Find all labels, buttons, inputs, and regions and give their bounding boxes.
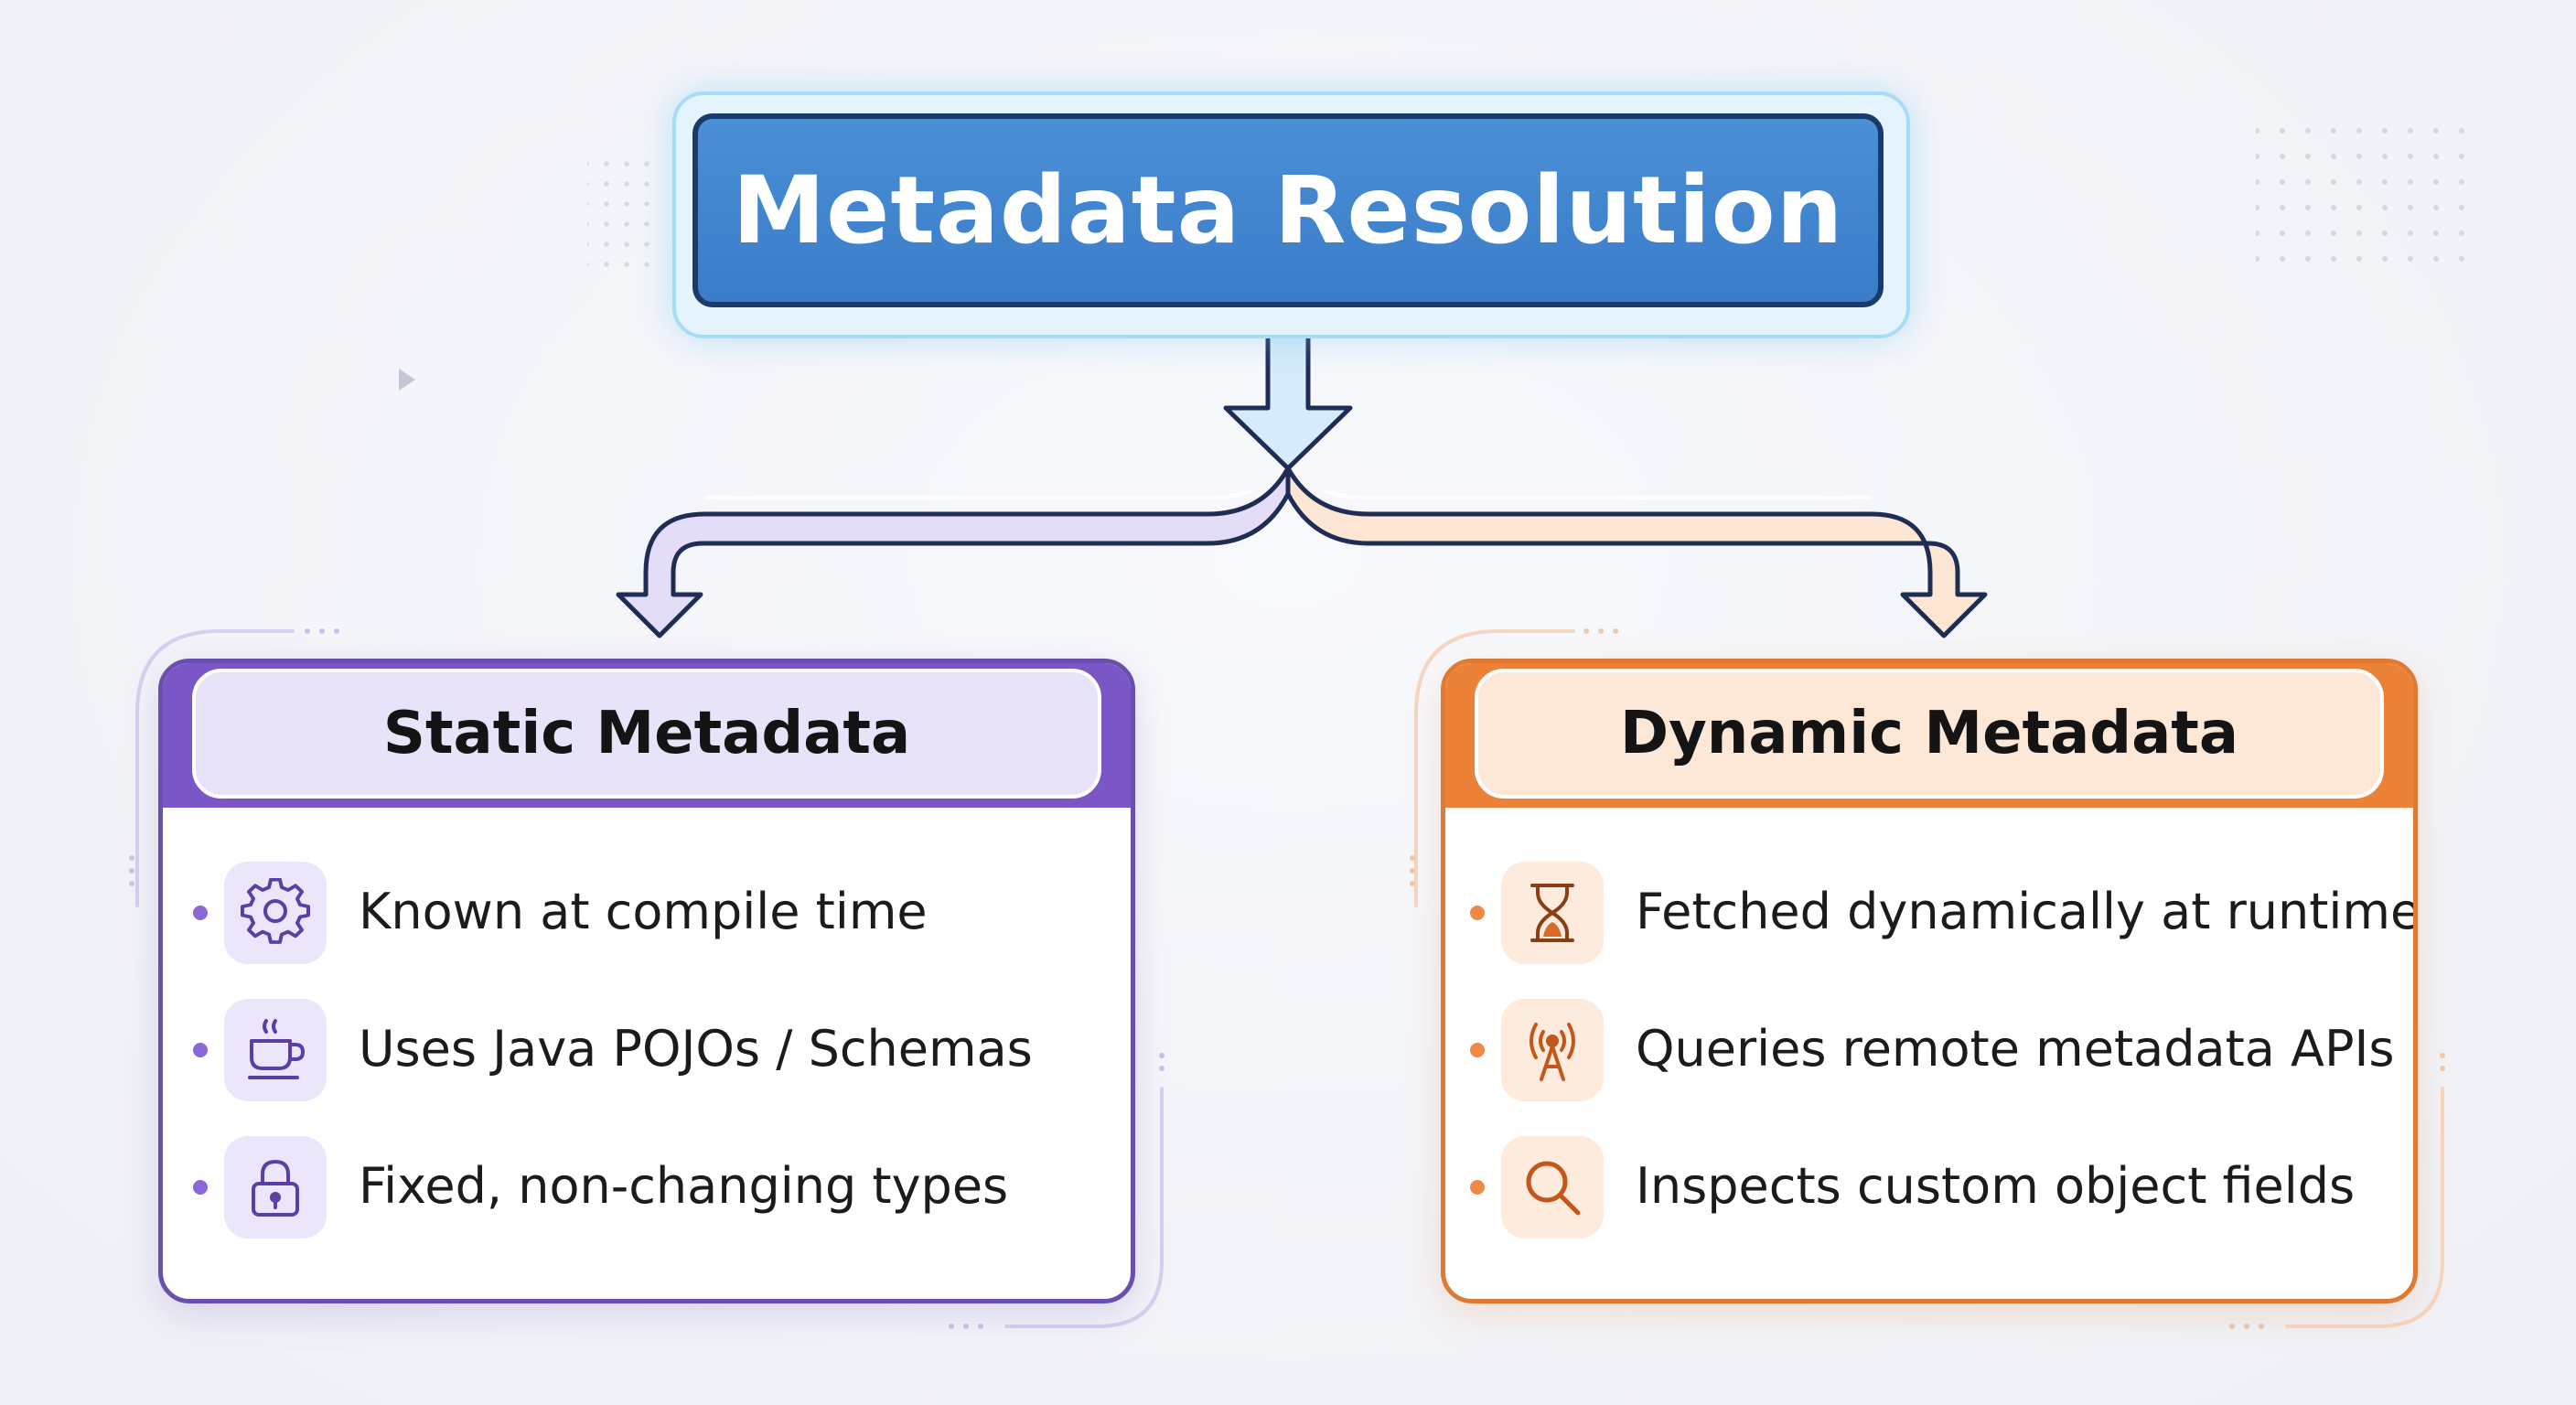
gear-icon [224,862,327,964]
hourglass-icon [1501,862,1604,964]
static-item-2-text: Uses Java POJOs / Schemas [359,1020,1033,1078]
dynamic-header: Dynamic Metadata [1475,669,2384,799]
diagram-title: Metadata Resolution [732,156,1844,265]
dynamic-item-1-text: Fetched dynamically at runtime [1636,883,2418,940]
static-item-1-text: Known at compile time [359,883,928,940]
static-metadata-card: Static Metadata Known at compile time [158,659,1135,1303]
bullet-dot [1470,1043,1485,1057]
bullet-dot [193,1180,208,1195]
left-branch-arrow [616,466,1291,638]
static-header: Static Metadata [192,669,1101,799]
dot-grid-right [2256,128,2466,274]
bullet-dot [193,1043,208,1057]
bullet-dot [193,906,208,920]
bullet-dot [1470,1180,1485,1195]
bullet-dot [1470,906,1485,920]
static-item-3-text: Fixed, non-changing types [359,1157,1009,1215]
antenna-icon [1501,999,1604,1101]
coffee-cup-icon [224,999,327,1101]
dynamic-metadata-card: Dynamic Metadata Fetched dynamically at … [1441,659,2418,1303]
dot-grid-left [587,146,660,274]
padlock-icon [224,1136,327,1239]
title-box: Metadata Resolution [692,113,1884,307]
static-card-title: Static Metadata [382,700,911,767]
dynamic-item-2-text: Queries remote metadata APIs [1636,1020,2395,1078]
dynamic-card-title: Dynamic Metadata [1619,700,2239,767]
triangle-decoration [399,369,415,391]
magnifier-icon [1501,1136,1604,1239]
dynamic-item-3-text: Inspects custom object fields [1636,1157,2356,1215]
right-branch-arrow [1285,466,1988,638]
